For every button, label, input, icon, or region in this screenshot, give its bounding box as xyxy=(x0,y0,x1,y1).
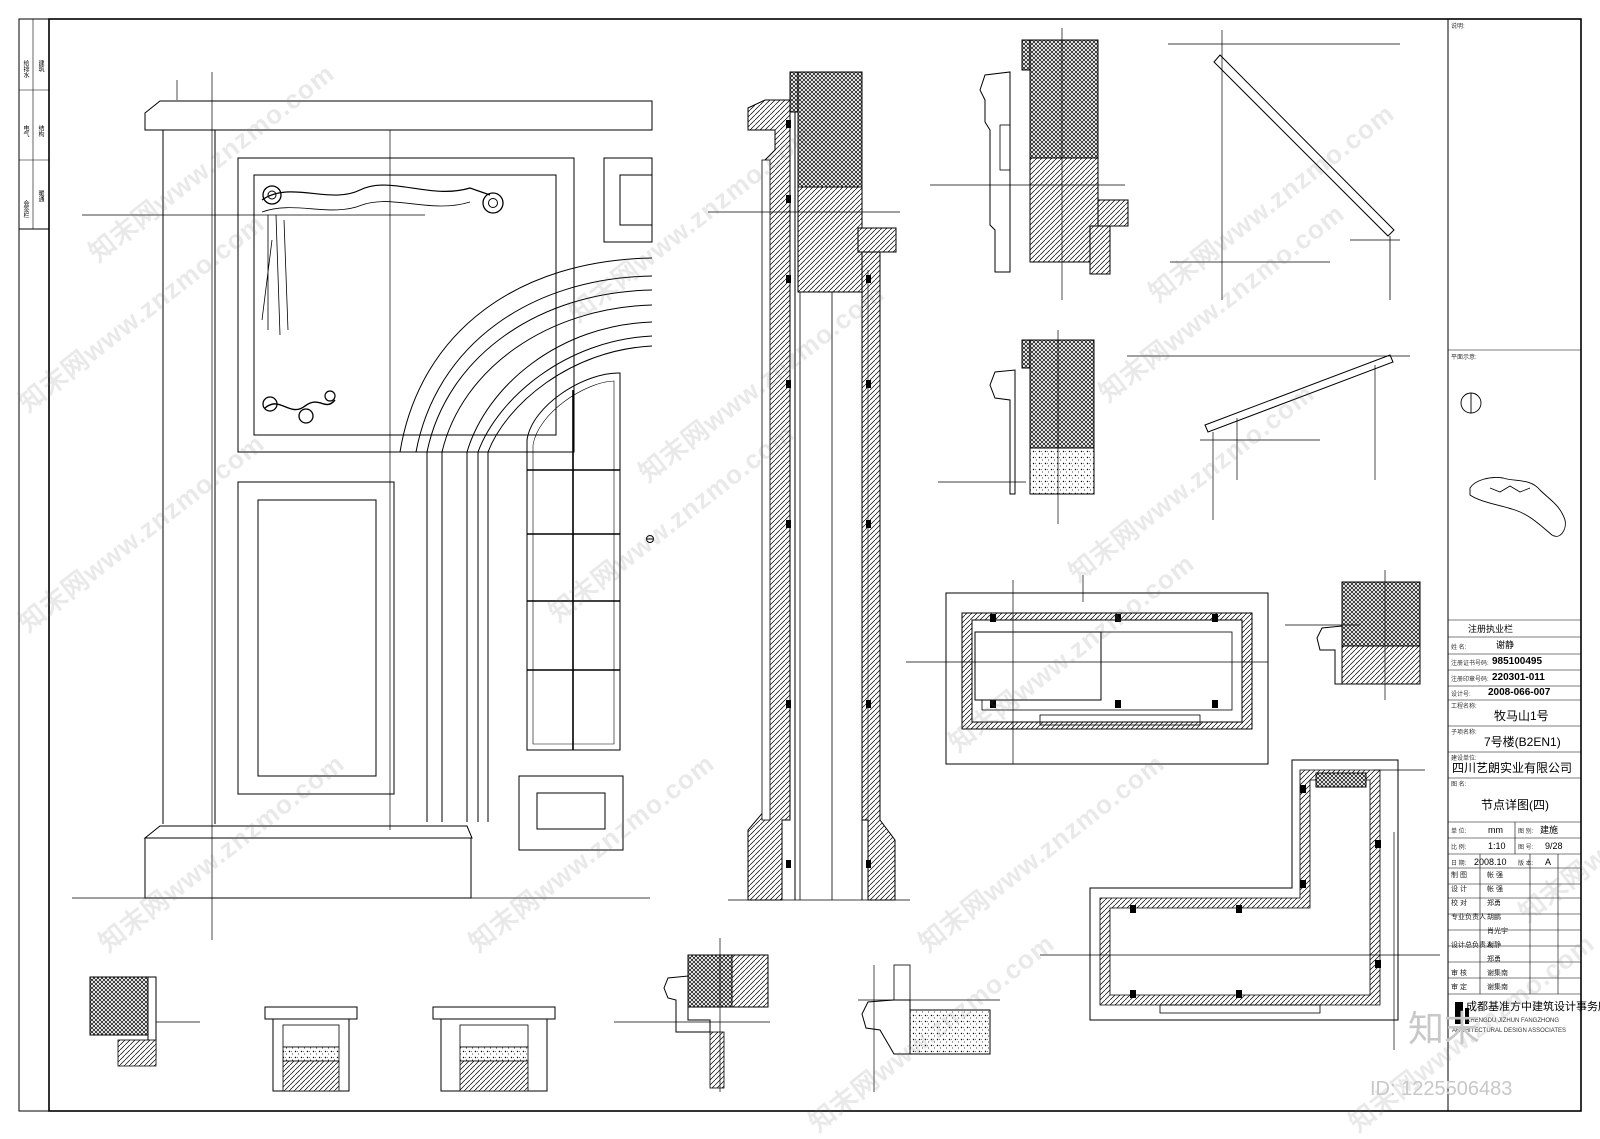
date-label: 日 期: xyxy=(1451,861,1467,867)
site-plan-thumbnail xyxy=(1460,392,1566,537)
plan-label: 平面示意: xyxy=(1451,355,1477,361)
subproject-label: 子项名称: xyxy=(1451,730,1477,736)
drawing-label: 图 名: xyxy=(1451,782,1467,788)
signoff-name: 帐 强 xyxy=(1487,872,1503,879)
scale-value: 1:10 xyxy=(1488,841,1506,851)
firm-logo xyxy=(1455,1002,1469,1024)
category-label: 图 别: xyxy=(1518,829,1534,835)
l-shaped-plan-detail xyxy=(1040,759,1440,1050)
reg-seal-label: 注册印章号码: xyxy=(1451,677,1489,683)
signoff-name: 肖光宇 xyxy=(1487,928,1508,935)
sheet-value: 9/28 xyxy=(1545,841,1563,851)
version-value: A xyxy=(1545,857,1552,867)
strip-label-sign: 会签栏 xyxy=(22,200,28,218)
signoff-role: 专业负责人 xyxy=(1451,914,1486,921)
roof-slope-details xyxy=(1127,30,1410,520)
date-value: 2008.10 xyxy=(1474,857,1507,867)
client-label: 建设单位: xyxy=(1451,756,1477,762)
sheet-label: 图 号: xyxy=(1518,845,1534,851)
reg-seal-value: 220301-011 xyxy=(1492,672,1545,683)
registration-label: 注册执业栏 xyxy=(1468,624,1514,634)
detail-a-section xyxy=(930,28,1129,300)
design-no-label: 设计号: xyxy=(1451,692,1471,698)
client-value: 四川艺朗实业有限公司 xyxy=(1452,761,1573,775)
subproject-value: 7号楼(B2EN1) xyxy=(1484,735,1561,749)
id-label: ID: 1225506483 xyxy=(1370,1078,1513,1100)
unit-value: mm xyxy=(1488,825,1503,835)
strip-label-plumbing: 给排水 xyxy=(22,60,28,78)
name-value: 谢静 xyxy=(1496,640,1515,650)
signoff-name: 帐 强 xyxy=(1487,886,1503,893)
signoff-role: 设 计 xyxy=(1451,886,1467,893)
unit-label: 单 位: xyxy=(1451,829,1467,835)
vertical-wall-section xyxy=(708,71,910,901)
signoff-role: 校 对 xyxy=(1451,900,1467,907)
signoff-name: 郑勇 xyxy=(1487,900,1501,907)
firm-name-en-2: ARCHITECTURAL DESIGN ASSOCIATES xyxy=(1452,1028,1567,1034)
signoff-role: 设计总负责人 xyxy=(1451,942,1493,949)
elevation-centerlines xyxy=(72,72,650,940)
scale-label: 比 例: xyxy=(1451,845,1467,851)
design-no-value: 2008-066-007 xyxy=(1488,687,1551,698)
reg-cert-value: 985100495 xyxy=(1492,656,1543,667)
drawing-value: 节点详图(四) xyxy=(1481,798,1549,812)
brand-mark: 知末 xyxy=(1408,1008,1481,1049)
category-value: 建施 xyxy=(1540,825,1559,835)
project-value: 牧马山1号 xyxy=(1494,709,1549,723)
project-label: 工程名称: xyxy=(1451,704,1477,710)
notes-label: 说明: xyxy=(1451,24,1465,30)
version-label: 版 本: xyxy=(1518,861,1534,867)
plan-detail xyxy=(906,575,1269,765)
detail-b-section xyxy=(938,330,1095,524)
signoff-role: 制 图 xyxy=(1451,872,1467,879)
elevation-wall-door xyxy=(143,100,654,899)
strip-label-hvac: 暖通 xyxy=(37,190,43,202)
strip-label-struct: 结构 xyxy=(37,125,43,137)
firm-name-en-1: CHENGDU JIZHUN FANGZHONG xyxy=(1466,1018,1559,1024)
signoff-name: 胡鹏 xyxy=(1487,914,1501,921)
strip-label-elec: 电气 xyxy=(22,125,28,137)
signoff-name: 谢集南 xyxy=(1487,970,1508,977)
signoff-name: 郑勇 xyxy=(1487,956,1501,963)
detail-c-section xyxy=(1285,570,1421,700)
name-label: 姓 名: xyxy=(1451,645,1467,651)
signoff-role: 审 核 xyxy=(1451,970,1467,977)
sheet-frame xyxy=(18,18,1582,1112)
bottom-details xyxy=(89,938,1000,1092)
firm-name-cn: 成都基准方中建筑设计事务所 xyxy=(1466,1001,1600,1013)
title-block-grid xyxy=(1448,349,1581,995)
signoff-role: 审 定 xyxy=(1451,984,1467,991)
strip-label-arch: 建筑 xyxy=(37,60,43,72)
reg-cert-label: 注册证书号码: xyxy=(1451,661,1489,667)
signoff-name: 谢静 xyxy=(1487,942,1501,949)
signoff-name: 谢集南 xyxy=(1487,984,1508,991)
